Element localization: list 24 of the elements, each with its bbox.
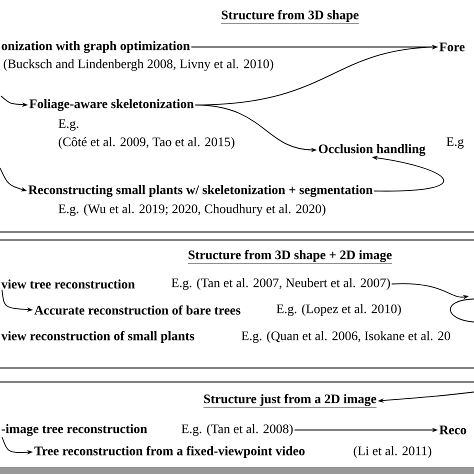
- citation-text: E.g. (Wu et al. 2019; 2020, Choudhury et al. 2020): [58, 204, 326, 216]
- method-label: Foliage-aware skeletonization: [29, 99, 194, 111]
- method-label: -image tree reconstruction: [2, 424, 148, 436]
- method-label: view tree reconstruction: [1, 279, 135, 289]
- citation-text: (Bucksch and Lindenbergh 2008, Livny et al. 2010): [4, 59, 274, 71]
- citation-text: E.g. (Tan et al. 2008): [182, 424, 293, 436]
- method-label: Reco: [439, 426, 466, 434]
- section-heading: Structure just from a 2D image: [203, 394, 377, 408]
- method-label: Fore: [439, 42, 465, 52]
- citation-text: E.g. (Tan et al. 2007, Neubert et al. 2007): [172, 278, 390, 290]
- section-heading: Structure from 3D shape: [220, 10, 360, 24]
- citation-text: E.g.: [58, 119, 78, 131]
- method-label: view reconstruction of small plants: [1, 331, 194, 343]
- method-label: onization with graph optimization: [2, 41, 190, 53]
- citation-text: (Li et al. 2011): [354, 446, 432, 458]
- citation-text: E.g. (Lopez et al. 2010): [276, 304, 401, 316]
- method-label: Reconstructing small plants w/ skeletonization + segmentation: [28, 185, 373, 197]
- section-heading: Structure from 3D shape + 2D image: [188, 250, 392, 264]
- method-label: Accurate reconstruction of bare trees: [34, 305, 240, 315]
- citation-text: E.g: [446, 137, 464, 149]
- method-label: Tree reconstruction from a fixed-viewpoint video: [34, 446, 305, 458]
- citation-text: (Côté et al. 2009, Tao et al. 2015): [58, 137, 234, 149]
- method-label: Occlusion handling: [318, 144, 426, 156]
- citation-text: E.g. (Quan et al. 2006, Isokane et al. 20: [242, 331, 450, 343]
